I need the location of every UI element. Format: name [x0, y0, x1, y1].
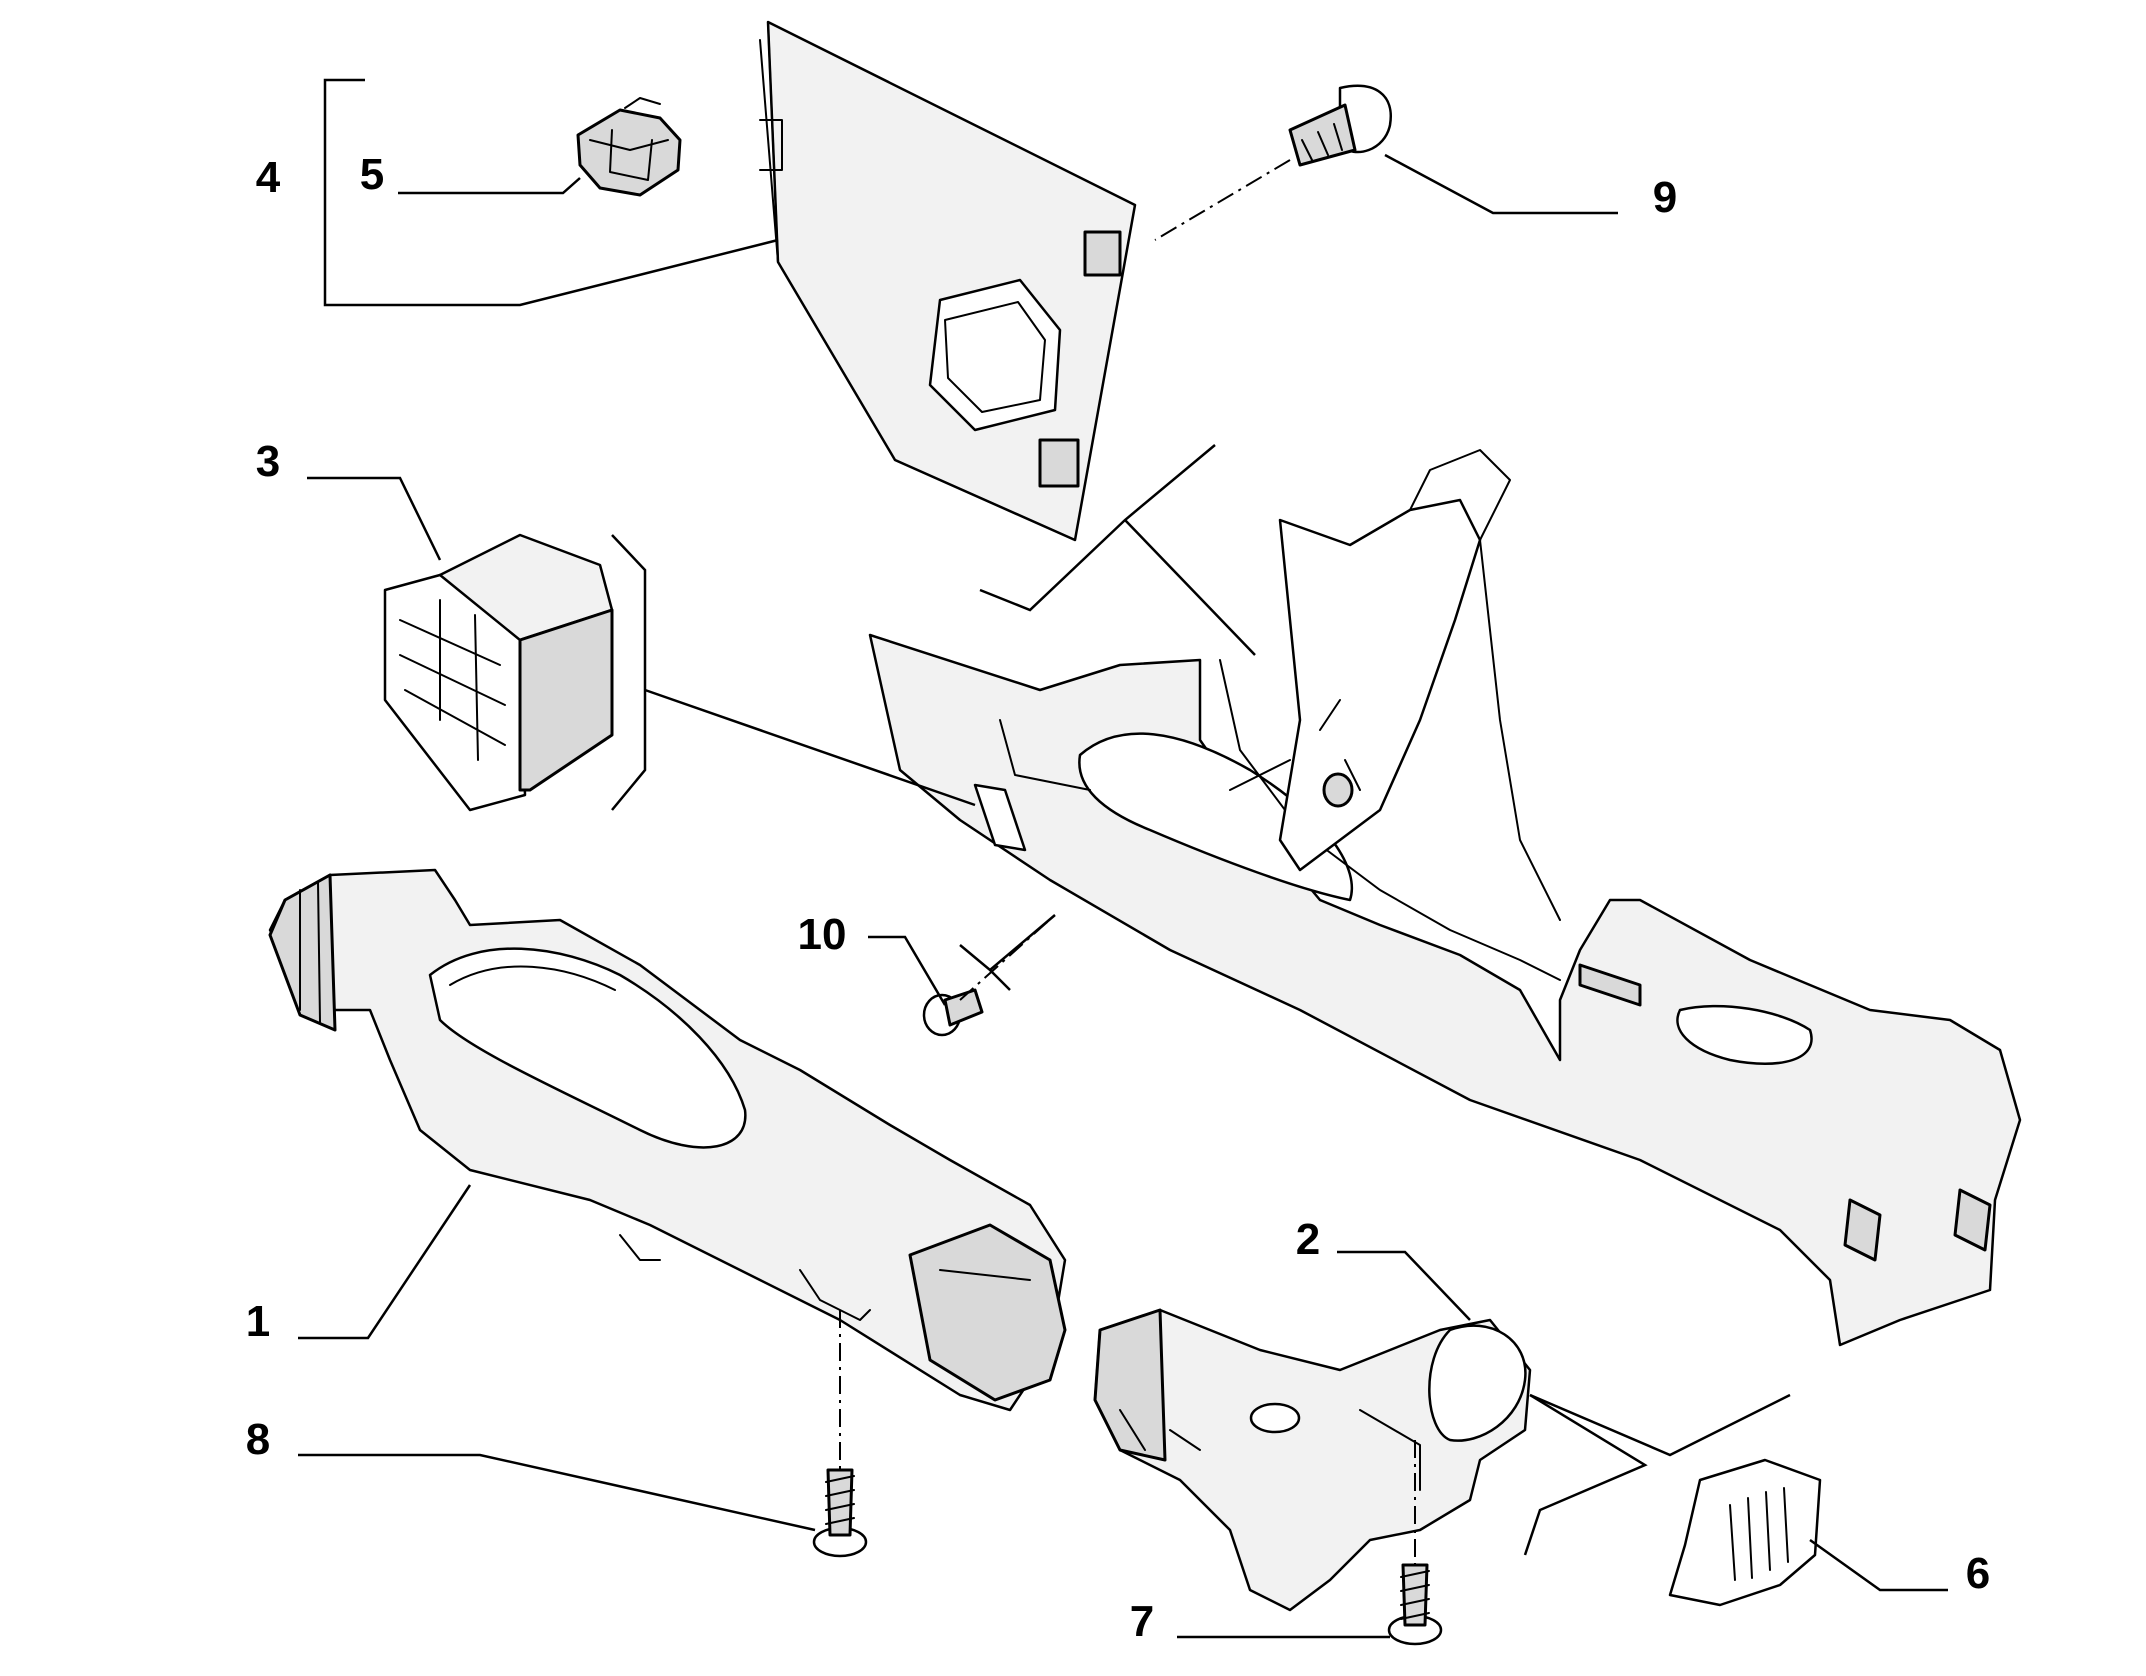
callout-leaders	[298, 153, 1948, 1639]
part-6-cap-grille	[1668, 1458, 1822, 1607]
part-7-screw	[1387, 1563, 1443, 1646]
callout-5: 5	[359, 150, 385, 199]
leader-6	[1809, 1538, 1948, 1592]
callout-10: 10	[797, 910, 847, 959]
center-console-body	[868, 449, 2022, 1347]
part-9-push-rivet	[1288, 84, 1393, 167]
part-8-screw	[812, 1468, 868, 1558]
leader-5	[398, 177, 581, 195]
leader-1	[298, 1184, 472, 1340]
part-3-air-vent	[383, 533, 614, 812]
callout-3: 3	[255, 437, 281, 486]
callout-6: 6	[1965, 1549, 1991, 1598]
part-5-clip	[576, 97, 682, 197]
leader-2	[1337, 1250, 1471, 1321]
part-10-screw	[922, 988, 984, 1037]
callout-9: 9	[1652, 173, 1678, 222]
callout-4: 4	[255, 153, 281, 202]
callout-8: 8	[245, 1415, 271, 1464]
assembly-brackets	[323, 78, 1791, 1556]
part-2-short-air-duct	[1093, 1308, 1532, 1612]
leader-8	[298, 1453, 816, 1532]
leader-9	[1384, 153, 1618, 215]
callout-1: 1	[245, 1297, 271, 1346]
part-1-long-air-duct	[268, 868, 1067, 1412]
leader-3	[307, 476, 442, 561]
leader-10	[868, 935, 947, 1006]
callout-7: 7	[1129, 1597, 1155, 1646]
callout-2: 2	[1295, 1215, 1321, 1264]
part-4-side-panel	[759, 20, 1137, 542]
